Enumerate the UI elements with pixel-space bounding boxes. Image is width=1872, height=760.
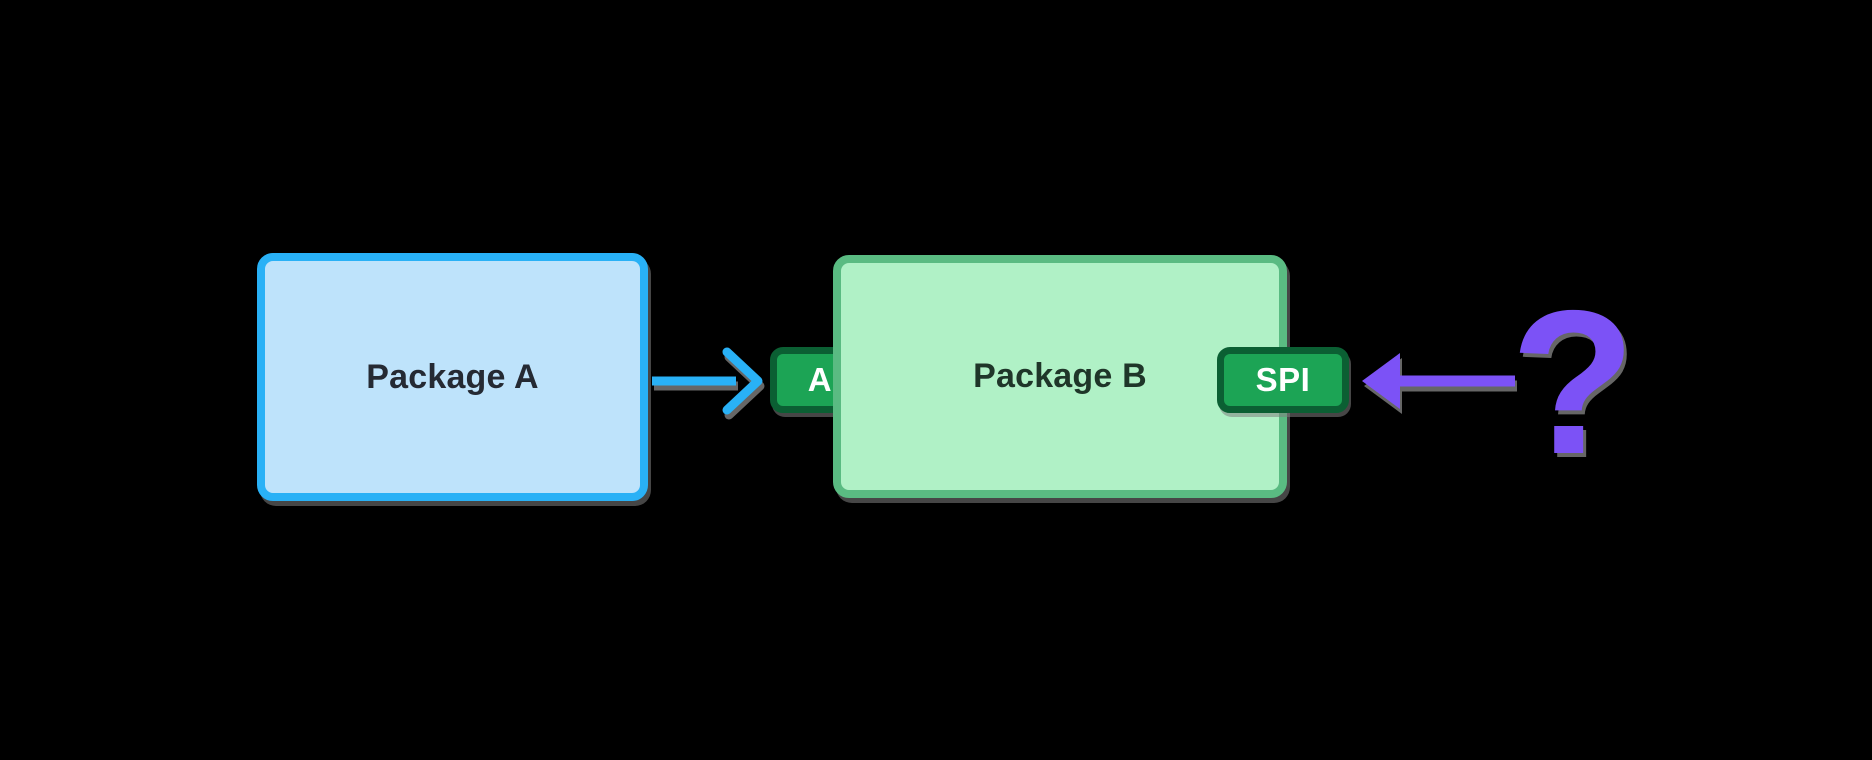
package-a-label: Package A — [366, 357, 539, 396]
package-b-label: Package B — [973, 357, 1147, 395]
blue-arrow-head — [722, 347, 763, 415]
spi-badge-label: SPI — [1255, 361, 1311, 398]
spi-badge: SPI — [1217, 347, 1349, 413]
blue-arrow-icon — [652, 347, 763, 415]
question-mark: ? — [1510, 267, 1636, 497]
package-a-box: Package A — [257, 253, 648, 501]
purple-arrow-head — [1362, 353, 1400, 409]
purple-arrow-icon — [1362, 353, 1515, 409]
